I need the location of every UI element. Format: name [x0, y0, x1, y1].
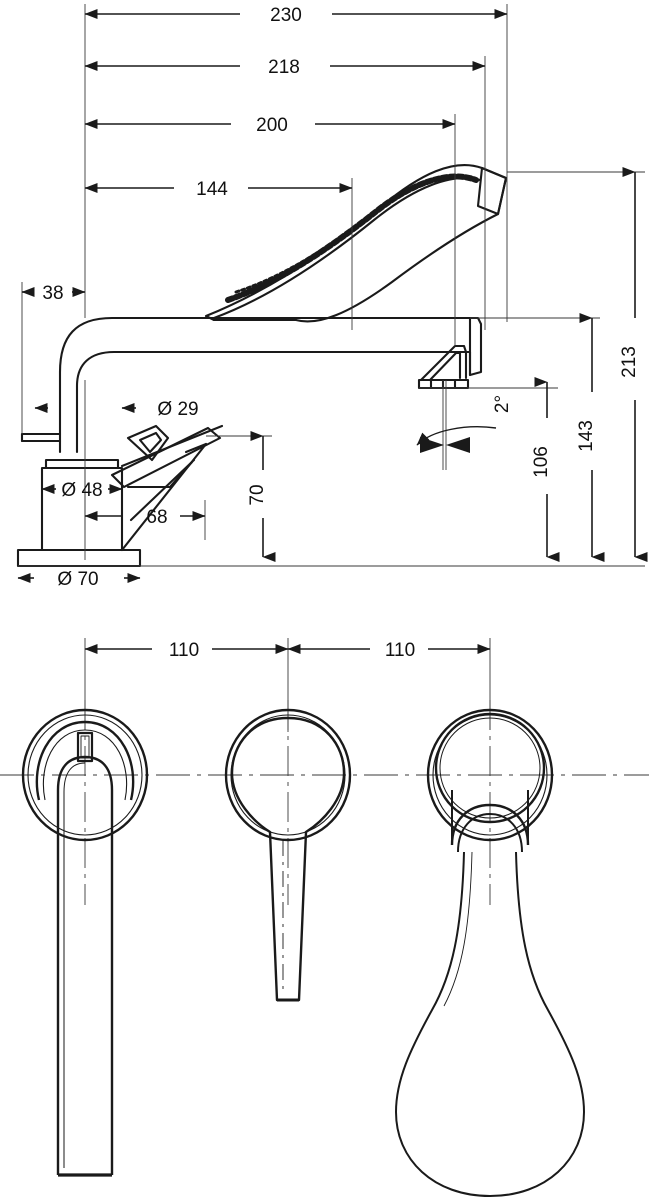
dim-68: 68	[84, 507, 206, 528]
lever-pivot-outer	[126, 424, 170, 462]
dim-200: 200	[84, 115, 456, 136]
dim-70-diameter: Ø 70	[17, 569, 141, 590]
handle-escutcheon-outer	[224, 708, 352, 842]
dim-143: 143	[576, 313, 605, 562]
cartridge-guide-f	[184, 442, 208, 454]
side-view-extension-lines	[18, 4, 645, 567]
side-view-dimensions: 230 218 200 144 38 Ø	[17, 5, 648, 590]
dim-29: Ø 29	[34, 399, 199, 420]
dim-48: Ø 48	[41, 480, 123, 501]
handshower-escutcheon-ring2	[439, 717, 541, 819]
dim-213: 213	[619, 167, 648, 562]
spout-tube	[56, 755, 114, 1175]
spout-escutcheon-inner	[35, 720, 135, 801]
valve-collar	[44, 458, 120, 470]
front-view-dimensions: 110 110	[84, 638, 491, 732]
spout-inner-profile	[75, 350, 472, 454]
dim-230: 230	[84, 5, 508, 26]
dim-143-label: 143	[576, 420, 597, 452]
dim-70-diameter-label: Ø 70	[57, 569, 98, 590]
spout-end-cap	[468, 316, 483, 377]
handshower-escutcheon-outer	[426, 708, 554, 842]
dim-110-right: 110	[287, 640, 491, 661]
spout-tube-inner	[63, 762, 86, 1168]
dim-106: 106	[531, 377, 560, 562]
dim-2-degree-label: 2°	[492, 395, 513, 413]
dim-29-label: Ø 29	[157, 399, 198, 420]
dim-218: 218	[84, 57, 486, 78]
handshower-spray-band-2	[234, 175, 474, 294]
dim-213-label: 213	[619, 346, 640, 378]
dim-230-label: 230	[270, 5, 302, 26]
handshower-escutcheon-ring	[434, 712, 546, 824]
handshower-end-cap	[476, 166, 508, 216]
lever-pivot-inner	[138, 431, 163, 454]
handshower-holder-collar	[450, 803, 530, 846]
handshower-wand-inner	[443, 851, 473, 1007]
front-view-centrelines	[0, 700, 649, 905]
angle-mark-right	[446, 437, 470, 453]
dim-110-left-label: 110	[169, 640, 199, 661]
handshower-face-line	[212, 176, 482, 320]
valve-flange	[16, 548, 142, 568]
dim-38: 38	[21, 283, 86, 304]
spout-escutcheon-inner2	[42, 729, 128, 801]
dim-144-label: 144	[196, 179, 228, 200]
spout-key-slot-inner	[80, 735, 90, 759]
dim-200-label: 200	[256, 115, 288, 136]
dim-2-degree: 2°	[416, 395, 513, 453]
dim-68-label: 68	[146, 507, 167, 528]
dim-218-label: 218	[268, 57, 300, 78]
dim-70-vertical: 70	[247, 431, 276, 562]
aerator-outer	[419, 344, 468, 382]
dim-110-right-label: 110	[385, 640, 415, 661]
cartridge-guide-a	[120, 424, 224, 468]
spout-escutcheon-outer2	[27, 714, 143, 836]
dim-106-label: 106	[531, 446, 552, 478]
handshower-wand-body	[395, 851, 585, 1197]
dim-70-vertical-label: 70	[247, 484, 268, 505]
front-spout-assembly	[21, 708, 149, 1177]
aerator-inner	[428, 351, 462, 382]
spout-escutcheon-outer	[21, 708, 149, 842]
front-handshower-assembly	[395, 708, 585, 1197]
handshower-holder-collar2	[457, 813, 523, 853]
dim-144: 144	[84, 179, 353, 200]
cartridge-guide-e	[120, 442, 208, 552]
front-handle-assembly	[224, 708, 352, 1002]
angle-mark-left	[420, 437, 444, 453]
spout-key-slot	[76, 731, 94, 763]
spout-outer-profile	[58, 316, 472, 454]
dim-38-label: 38	[42, 283, 63, 304]
dim-110-left: 110	[84, 640, 289, 661]
cartridge-guide-b	[129, 458, 196, 522]
side-elevation-view	[16, 164, 508, 568]
dim-48-label: Ø 48	[61, 480, 102, 501]
